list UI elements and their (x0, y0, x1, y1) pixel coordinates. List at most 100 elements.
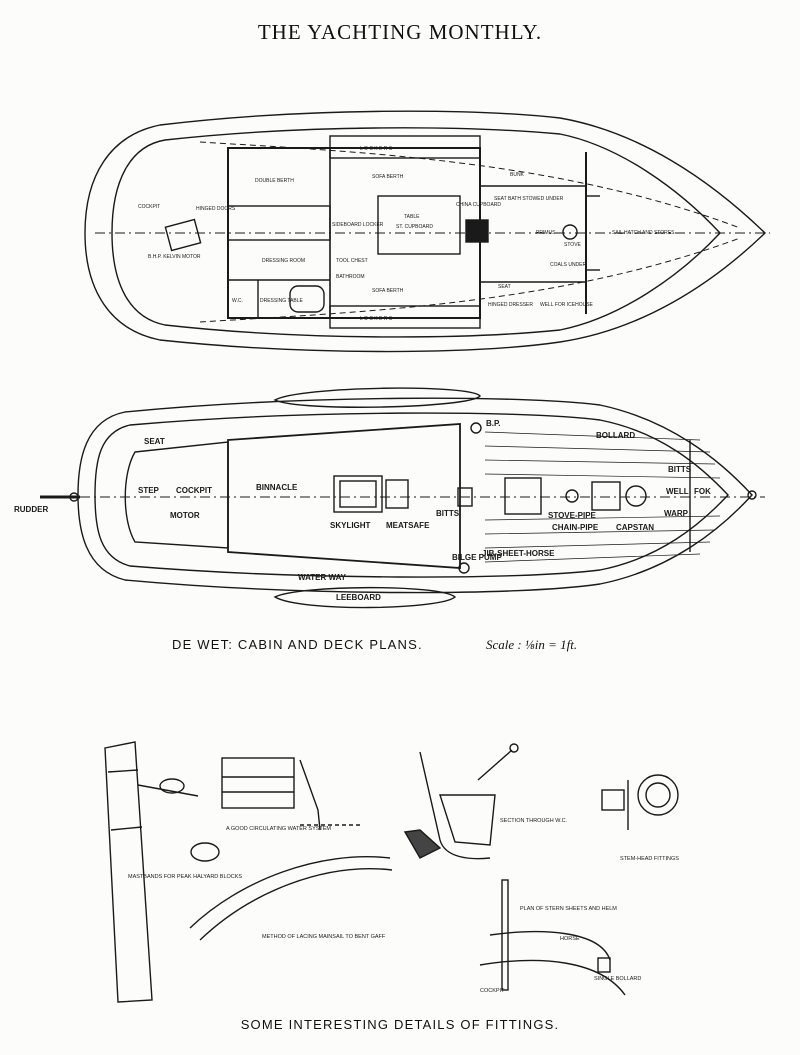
label-bhp-motor: B.H.P. KELVIN MOTOR (148, 254, 201, 260)
label-hinged-dresser: HINGED DRESSER (488, 302, 533, 308)
cabin-plan (84, 110, 770, 353)
deck-hull-inner (94, 412, 729, 578)
deck-label-chain-pipe: CHAIN-PIPE (552, 523, 599, 532)
label-well: WELL FOR ICEHOUSE (540, 302, 594, 308)
label-bunk: BUNK (510, 172, 525, 178)
detail-mast (104, 741, 153, 1003)
label-double-berth: DOUBLE BERTH (255, 178, 294, 184)
label-cockpit: COCKPIT (138, 204, 160, 210)
deck-label-binnacle: BINNACLE (256, 483, 298, 492)
label-table: TABLE (404, 214, 420, 220)
detail-label-circulating: A GOOD CIRCULATING WATER SYSTEM (226, 826, 331, 832)
deck-label-cockpit: COCKPIT (176, 486, 212, 495)
deck-stemhead (747, 490, 757, 500)
deck-cabin-top (227, 423, 461, 569)
label-stove: STOVE (564, 242, 582, 248)
detail-block-2 (190, 842, 220, 862)
label-coals: COALS UNDER (550, 262, 587, 268)
deck-label-bilge-pump: BILGE PUMP (452, 553, 502, 562)
deck-skylight (333, 475, 383, 513)
detail-gaff-2 (199, 868, 393, 941)
detail-horse (489, 931, 611, 961)
label-lockers-bottom: L O C K E R S (360, 316, 393, 322)
detail-mast-band-2 (110, 826, 143, 831)
cabin-lockers-bottom (329, 305, 481, 329)
cabin-engine (164, 218, 202, 252)
cabin-sheer-top (199, 141, 741, 229)
deck-label-bp: B.P. (486, 419, 501, 428)
detail-tank (221, 757, 295, 809)
deck-planking (484, 431, 721, 563)
deck-plan (40, 387, 765, 609)
cabin-hull-outer (84, 110, 767, 353)
detail-gaff (189, 856, 391, 929)
cabin-table (377, 195, 461, 255)
cabin-bath (289, 285, 325, 313)
detail-mast-band-1 (107, 769, 139, 773)
detail-pump-handle (477, 749, 513, 781)
deck-label-skylight: SKYLIGHT (330, 521, 371, 530)
deck-label-stove-pipe: STOVE-PIPE (548, 511, 597, 520)
detail-stem-ring (637, 774, 679, 816)
deck-fore-hatch (504, 477, 542, 515)
deck-label-waterway: WATER WAY (298, 573, 347, 582)
fittings-details (104, 741, 679, 1003)
deck-chain-hatch (591, 481, 621, 511)
deck-label-motor: MOTOR (170, 511, 200, 520)
label-primus: PRIMUS (536, 230, 556, 236)
deck-stove-pipe (565, 489, 579, 503)
detail-wc-shading (403, 829, 442, 859)
detail-label-stemhead: STEM-HEAD FITTINGS (620, 856, 679, 862)
cabin-primus (562, 224, 578, 240)
deck-leeboard-bottom (273, 586, 457, 609)
label-tool-chest: TOOL CHEST (336, 258, 368, 264)
detail-label-lacing: METHOD OF LACING MAINSAIL TO BENT GAFF (262, 934, 386, 940)
deck-label-bollard: BOLLARD (596, 431, 635, 440)
deck-label-bitts: BITTS (436, 509, 460, 518)
deck-label-rudder: RUDDER (14, 505, 48, 514)
cabin-hull-inner (111, 127, 721, 338)
deck-meatsafe (385, 479, 409, 509)
deck-label-well: WELL (666, 487, 689, 496)
label-st-cupboard: ST. CUPBOARD (396, 224, 433, 230)
detail-label-mastbands: MASTBANDS FOR PEAK HALYARD BLOCKS (128, 874, 242, 880)
label-seat: SEAT (498, 284, 511, 290)
label-bathroom: BATHROOM (336, 274, 365, 280)
detail-tiller (501, 879, 509, 991)
deck-rudder-head (69, 492, 79, 502)
detail-single-bollard (597, 957, 611, 973)
deck-label-jib-sheet: JIB-SHEET-HORSE (482, 549, 555, 558)
deck-label-fok: FOK (694, 487, 711, 496)
detail-block-1 (159, 778, 185, 794)
deck-label-step: STEP (138, 486, 160, 495)
deck-label-warp: WARP (664, 509, 689, 518)
detail-stem-block (601, 789, 625, 811)
label-hinged-doors: HINGED DOORS (196, 206, 236, 212)
label-lockers-top: L O C K E R S (360, 146, 393, 152)
label-sofa-berth-bottom: SOFA BERTH (372, 288, 404, 294)
detail-wc-pan (439, 794, 496, 846)
deck-leeboard-top (273, 387, 481, 408)
label-sofa-berth-top: SOFA BERTH (372, 174, 404, 180)
deck-cockpit (124, 441, 229, 549)
detail-mast-line (137, 784, 199, 797)
label-wc: W.C. (232, 298, 243, 304)
label-dressing-room: DRESSING ROOM (262, 258, 305, 264)
deck-label-capstan: CAPSTAN (616, 523, 654, 532)
label-sail-hatch: SAIL HATCH AND STORES (612, 230, 675, 236)
deck-hull-outer (77, 397, 753, 594)
deck-label-bitts2: BITTS (668, 465, 692, 474)
cabin-lockers-top (329, 135, 481, 159)
detail-label-cockpit: COCKPIT (480, 988, 505, 994)
scale-note: Scale : ⅛in = 1ft. (486, 637, 578, 652)
plans-caption: DE WET: CABIN AND DECK PLANS. (172, 637, 423, 652)
deck-label-meatsafe: MEATSAFE (386, 521, 430, 530)
detail-label-horse: HORSE (560, 936, 580, 942)
deck-label-leeboard: LEEBOARD (336, 593, 381, 602)
cabin-sheer-bottom (199, 237, 741, 323)
deck-bilge-pump (458, 562, 470, 574)
label-dressing-table: DRESSING TABLE (260, 298, 304, 304)
detail-label-wc-section: SECTION THROUGH W.C. (500, 818, 568, 824)
